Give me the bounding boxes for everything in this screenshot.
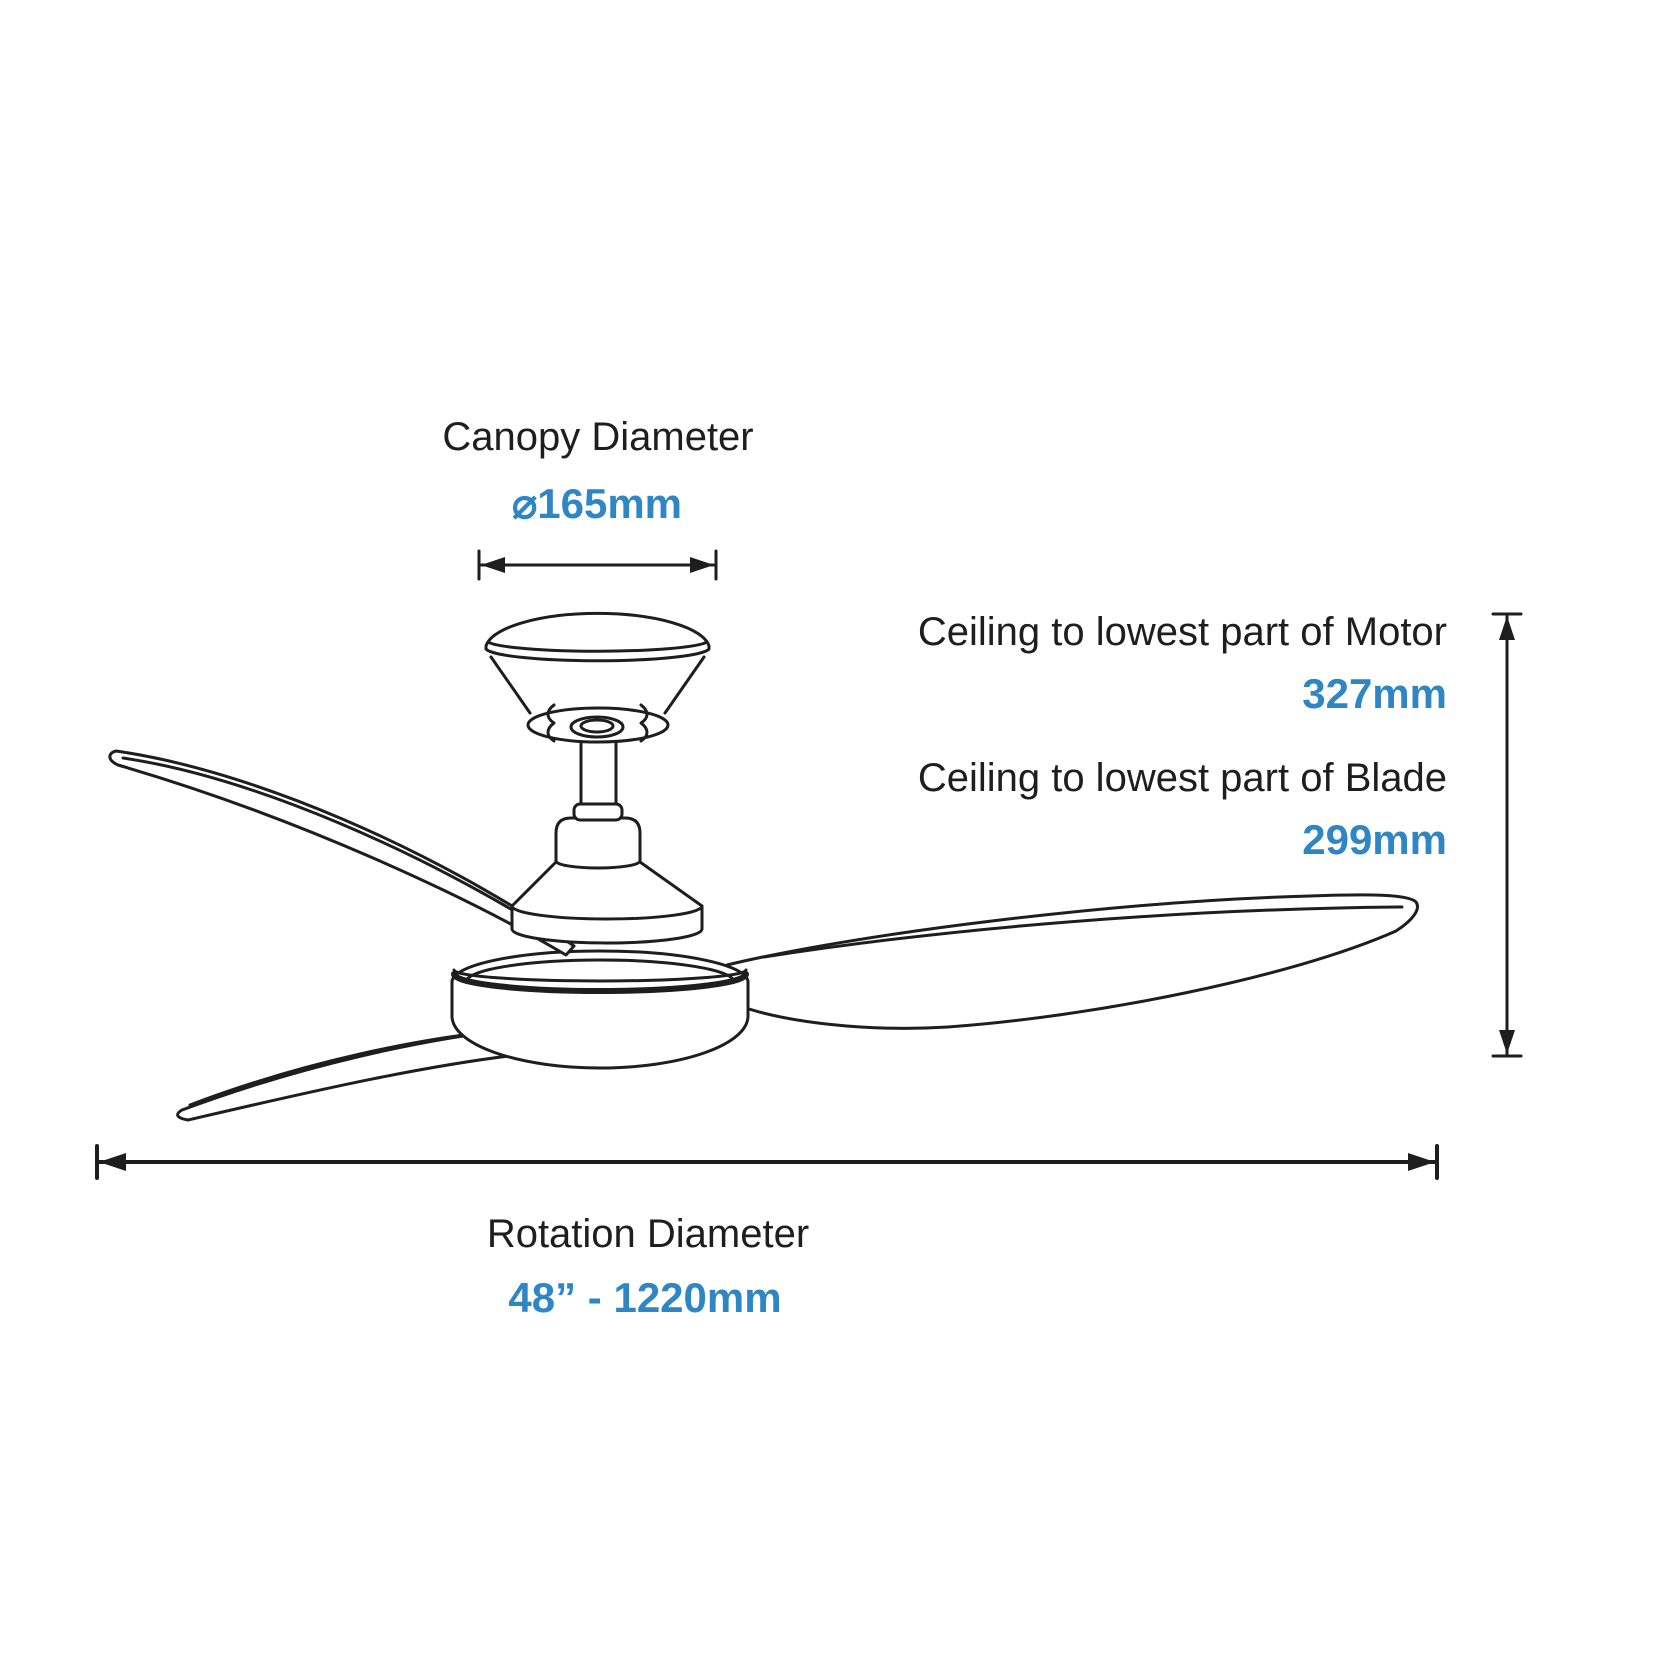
ceiling-to-blade-label: Ceiling to lowest part of Blade xyxy=(917,756,1447,800)
height-dimension-arrow xyxy=(1491,612,1523,1058)
rotation-diameter-label: Rotation Diameter xyxy=(486,1212,810,1256)
canopy-diameter-label: Canopy Diameter xyxy=(442,415,754,459)
motor-housing xyxy=(510,816,704,945)
fan-blade-right xyxy=(725,893,1419,1030)
ceiling-to-blade-value: 299mm xyxy=(1302,816,1447,863)
canopy-dimension-arrow xyxy=(477,549,718,581)
rotation-dimension-arrow xyxy=(95,1144,1439,1180)
ceiling-to-motor-label: Ceiling to lowest part of Motor xyxy=(917,610,1447,654)
fan-blade-upper-left xyxy=(108,749,576,957)
downrod xyxy=(572,735,624,822)
canopy-diameter-value: ⌀165mm xyxy=(511,480,683,527)
canopy xyxy=(484,611,711,744)
rotation-diameter-value: 48” - 1220mm xyxy=(508,1274,782,1321)
ceiling-to-motor-value: 327mm xyxy=(1302,670,1447,717)
light-housing xyxy=(450,949,750,1070)
